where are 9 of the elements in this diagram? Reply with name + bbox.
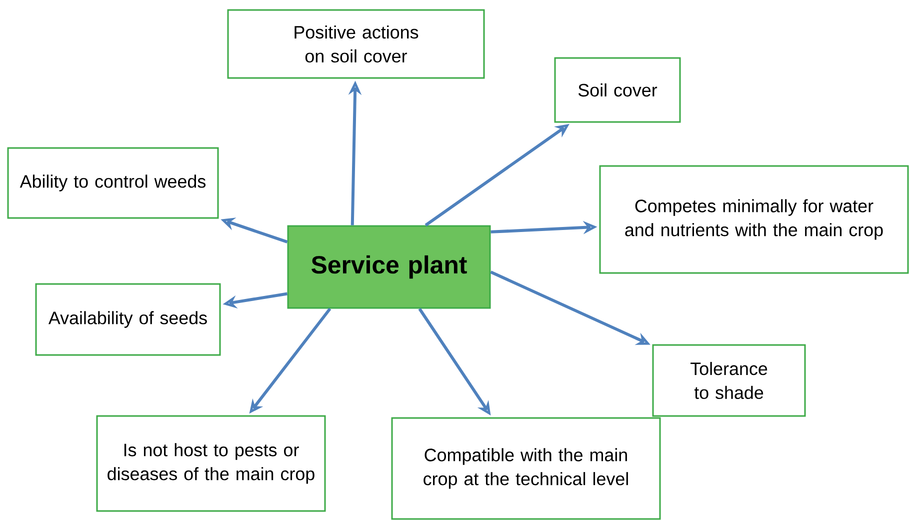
text-box: Positive actions on soil cover (227, 9, 485, 79)
text-box: Competes minimally for water and nutrients with the main crop (599, 165, 909, 274)
text-box: Availability of seeds (35, 283, 221, 356)
text-box: Soil cover (554, 57, 681, 123)
text-box: Tolerance to shade (652, 344, 806, 417)
central-box: Service plant (287, 225, 491, 309)
text-box: Is not host to pests or diseases of the main crop (96, 415, 326, 512)
text-box: Compatible with the main crop at the technical level (391, 417, 661, 520)
text-box: Ability to control weeds (7, 147, 219, 219)
